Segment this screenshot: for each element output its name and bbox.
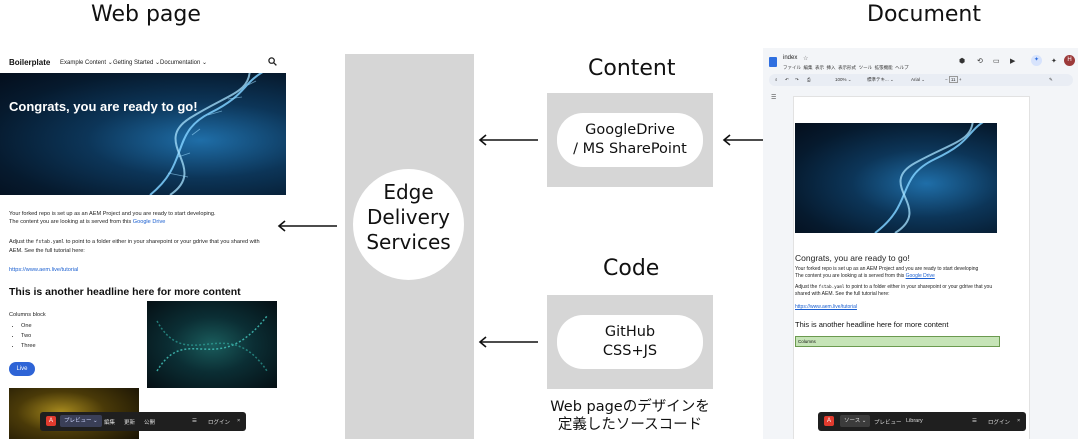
google-drive-link[interactable]: Google Drive [132,219,166,225]
comment-icon[interactable]: ▭ [993,58,1000,65]
site-brand[interactable]: Boilerplate [9,58,51,67]
font-select[interactable]: Arial ⌄ [911,77,926,82]
search-icon[interactable] [268,57,277,66]
nav-item-example-content[interactable]: Example Content ⌄ [60,60,113,66]
source-dropdown[interactable]: ソース ⌄ [840,415,871,427]
doc-filename[interactable]: index [783,55,798,61]
edit-button[interactable]: 編集 [104,420,116,426]
library-button[interactable]: Library [906,418,923,424]
doc-intro-paragraph: Your forked repo is set up as an AEM Pro… [795,266,979,279]
doc-tutorial-link[interactable]: https://www.aem.live/tutorial [795,304,857,310]
dna-strand-illustration [156,315,268,372]
arrow-left-icon [478,134,538,146]
code-caption: Web pageのデザインを 定義したソースコード [550,399,710,433]
extension-icon[interactable]: ⬢ [959,58,966,65]
doc-columns-table: Columns [795,336,1000,347]
doc-sidekick-toolbar: A ソース ⌄ プレビュー Library ☰ ログイン × [818,412,1026,431]
site-nav: Boilerplate Example Content ⌄ Getting St… [0,48,292,80]
tutorial-link[interactable]: https://www.aem.live/tutorial [9,267,79,273]
video-call-icon[interactable]: ▶ [1010,58,1016,65]
list-item: One [21,321,36,331]
list-item: Three [21,341,36,351]
style-select[interactable]: 標準テキ... ⌄ [867,77,894,82]
content-source-pill: GoogleDrive / MS SharePoint [557,113,703,167]
close-icon[interactable]: × [237,418,241,424]
sparkle-icon[interactable]: ✦ [1051,58,1057,65]
docs-logo-icon [769,57,777,67]
close-icon[interactable]: × [1017,418,1021,424]
content-heading: Content [588,56,676,81]
web-page-preview: Boilerplate Example Content ⌄ Getting St… [0,48,292,439]
intro-paragraph: Your forked repo is set up as an AEM Pro… [9,211,216,225]
arrow-left-icon [277,220,337,232]
sidekick-toolbar: A プレビュー ⌄ 編集 更新 公開 ☰ ログイン × [40,412,246,431]
chevron-down-icon: ⌄ [202,60,208,66]
edge-delivery-services-node: Edge Delivery Services [353,169,464,280]
undo-icon[interactable]: ↶ [785,77,789,82]
adobe-logo-icon: A [46,416,56,426]
google-docs-preview: index ☆ ファイル 編集 表示 挿入 表示形式 ツール 拡張機能 ヘルプ … [763,48,1078,439]
doc-hero-image [795,123,997,233]
web-page-heading: Web page [91,2,201,27]
zoom-select[interactable]: 100% ⌄ [835,77,852,82]
login-button[interactable]: ログイン [208,420,231,426]
menu-icon[interactable]: ☰ [192,418,197,424]
avatar[interactable]: H [1064,55,1075,66]
hero-title: Congrats, you are ready to go! [9,99,198,114]
menu-file[interactable]: ファイル [783,65,801,70]
fstab-paragraph: Adjust the fstab.yaml to point to a fold… [9,239,260,254]
section-headline: This is another headline here for more c… [9,286,241,298]
doc-title: Congrats, you are ready to go! [795,253,910,263]
search-icon[interactable]: ⌕ [775,77,778,82]
chevron-down-icon: ⌄ [107,60,113,66]
menu-edit[interactable]: 編集 [803,65,813,70]
doc-fstab-paragraph: Adjust the fstab.yaml to point to a fold… [795,284,993,297]
login-button[interactable]: ログイン [988,420,1011,426]
menu-insert[interactable]: 挿入 [826,65,836,70]
columns-label: Columns block [9,312,46,318]
menu-view[interactable]: 表示 [815,65,825,70]
menu-icon[interactable]: ☰ [972,418,977,424]
docs-toolbar: ⌕ ↶ ↷ ⎙ 100% ⌄ 標準テキ... ⌄ Arial ⌄ − 11 + … [769,74,1073,86]
menu-tools[interactable]: ツール [858,65,873,70]
update-button[interactable]: 更新 [124,420,136,426]
column-image [147,301,277,388]
dna-helix-illustration [149,73,264,195]
menu-extensions[interactable]: 拡張機能 [874,65,893,70]
live-button[interactable]: Live [9,362,35,376]
code-heading: Code [603,256,660,281]
doc-headline: This is another headline here for more c… [795,320,949,329]
document-heading: Document [867,2,981,27]
history-icon[interactable]: ⟲ [977,58,983,65]
arrow-left-icon [478,336,538,348]
star-icon[interactable]: ☆ [803,56,809,62]
docs-menu-bar: ファイル 編集 表示 挿入 表示形式 ツール 拡張機能 ヘルプ [783,65,909,71]
nav-item-getting-started[interactable]: Getting Started ⌄ [113,60,161,66]
menu-help[interactable]: ヘルプ [895,65,909,70]
pen-icon[interactable]: ✎ [1049,77,1053,82]
print-icon[interactable]: ⎙ [807,77,811,82]
columns-list: One Two Three [0,321,36,351]
preview-dropdown[interactable]: プレビュー ⌄ [60,415,102,427]
chevron-down-icon: ⌄ [155,60,161,66]
gemini-icon[interactable]: ✦ [1031,55,1042,66]
menu-format[interactable]: 表示形式 [838,65,857,70]
code-source-pill: GitHub CSS+JS [557,315,703,369]
dna-helix-illustration [874,123,984,233]
hero-image: Congrats, you are ready to go! [0,73,286,195]
font-size-field[interactable]: − 11 + [945,76,962,83]
nav-item-documentation[interactable]: Documentation ⌄ [160,60,208,66]
doc-google-drive-link[interactable]: Google Drive [905,273,935,279]
outline-icon[interactable]: ☰ [771,95,777,101]
redo-icon[interactable]: ↷ [795,77,799,82]
publish-button[interactable]: 公開 [144,420,156,426]
preview-button[interactable]: プレビュー [874,420,902,426]
adobe-logo-icon: A [824,416,834,426]
list-item: Two [21,331,36,341]
